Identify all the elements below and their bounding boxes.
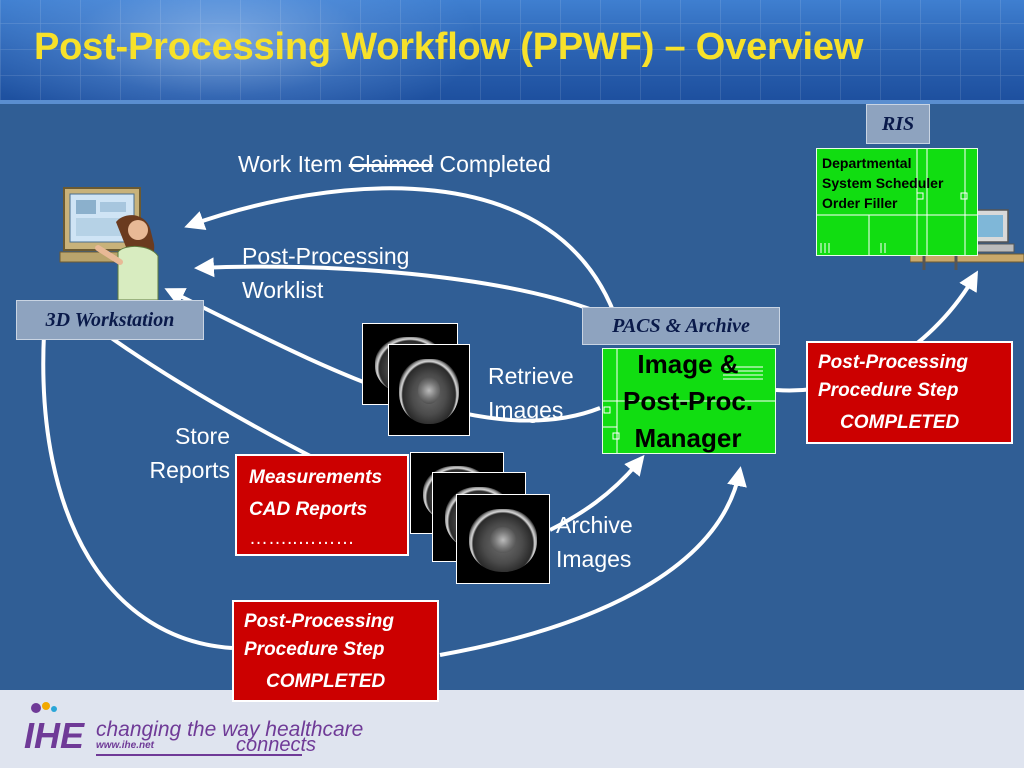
manager-box-grid xyxy=(603,349,775,453)
ct-scan-image xyxy=(456,494,550,584)
reports-line-1: Measurements xyxy=(249,467,383,488)
ct-inner xyxy=(417,377,441,405)
title-banner xyxy=(0,0,1024,140)
arrow-worklist xyxy=(194,257,599,314)
reports-box: Measurements CAD Reports ……..……… xyxy=(235,454,409,556)
ct-scan-image xyxy=(388,344,470,436)
footer-url[interactable]: www.ihe.net xyxy=(96,740,154,751)
work-item-label: Work Item Claimed Completed xyxy=(238,147,551,181)
ppps-bottom-line-1: Post-Processing xyxy=(244,611,394,632)
ihe-logo: IHE xyxy=(24,702,85,756)
ris-panel-text: Departmental System Scheduler Order Fill… xyxy=(822,153,943,213)
retrieve-images-label: Retrieve Images xyxy=(488,359,574,427)
worklist-line-1: Post-Processing xyxy=(242,243,410,269)
manager-line-1: Image & xyxy=(637,349,739,379)
retrieve-line-1: Retrieve xyxy=(488,363,574,389)
ris-line-3: Order Filler xyxy=(822,195,898,211)
workstation-user-icon xyxy=(59,187,159,300)
ris-panel-grid xyxy=(817,149,977,255)
ris-actor-label: RIS xyxy=(866,104,930,144)
arrow-workstation-to-ppps xyxy=(41,333,233,650)
ppps-bottom-line-3: COMPLETED xyxy=(266,671,386,692)
ct-inner xyxy=(490,526,516,554)
store-line-1: Store xyxy=(175,423,230,449)
work-item-suffix: Completed xyxy=(439,151,551,177)
reports-line-3: ……..……… xyxy=(249,528,355,549)
banner-grid xyxy=(0,0,1024,102)
arrow-store-reports xyxy=(98,328,319,462)
workstation-actor-label: 3D Workstation xyxy=(16,300,204,340)
pacs-actor-label: PACS & Archive xyxy=(582,307,780,345)
archive-images-label: Archive Images xyxy=(556,508,633,576)
ppps-completed-box-bottom: Post-Processing Procedure Step COMPLETED xyxy=(232,600,439,702)
manager-box xyxy=(602,348,776,454)
ppps-right-line-1: Post-Processing xyxy=(818,352,968,373)
ppps-right-line-2: Procedure Step xyxy=(818,380,959,401)
slide-title: Post-Processing Workflow (PPWF) – Overvi… xyxy=(34,26,864,68)
manager-line-2: Post-Proc. xyxy=(622,386,754,416)
arrow-archive-images xyxy=(549,454,645,532)
work-item-prefix: Work Item xyxy=(238,151,343,177)
ris-line-1: Departmental xyxy=(822,155,912,171)
banner-divider xyxy=(0,100,1024,104)
manager-label: Image & Post-Proc. Manager xyxy=(602,346,774,457)
worklist-label: Post-Processing Worklist xyxy=(242,239,409,307)
archive-line-1: Archive xyxy=(556,512,633,538)
worklist-line-2: Worklist xyxy=(242,277,324,303)
work-item-claimed-struck: Claimed xyxy=(348,151,434,177)
ris-line-2: System Scheduler xyxy=(822,175,944,191)
ppps-right-line-3: COMPLETED xyxy=(840,412,960,433)
footer-connects: connects xyxy=(236,734,317,756)
retrieve-line-2: Images xyxy=(488,397,564,423)
ppps-bottom-line-2: Procedure Step xyxy=(244,639,385,660)
ris-system-panel xyxy=(816,148,978,256)
manager-line-3: Manager xyxy=(634,423,742,453)
reports-line-2: CAD Reports xyxy=(249,499,368,520)
ppps-completed-box-right: Post-Processing Procedure Step COMPLETED xyxy=(806,341,1013,444)
arrow-work-item-completed xyxy=(184,186,620,325)
svg-text:IHE: IHE xyxy=(24,715,85,756)
footer-tagline: changing the way healthcare xyxy=(96,718,364,741)
arrow-ppps-to-manager xyxy=(439,466,747,657)
store-line-2: Reports xyxy=(149,457,230,483)
archive-line-2: Images xyxy=(556,546,632,572)
footer-underline xyxy=(96,754,302,756)
store-reports-label: Store Reports xyxy=(130,419,230,487)
